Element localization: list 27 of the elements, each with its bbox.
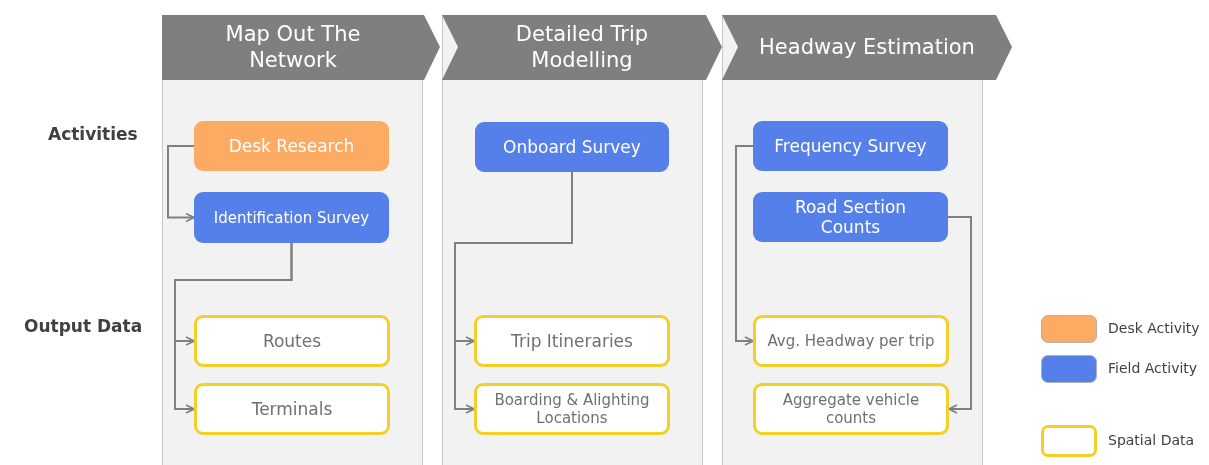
output-data-box: Routes — [194, 315, 390, 367]
row-label: Output Data — [24, 316, 143, 336]
connector-arrow — [947, 216, 972, 414]
legend-label: Field Activity — [1108, 360, 1198, 376]
activity-box: Road Section Counts — [753, 192, 948, 242]
output-data-box: Avg. Headway per trip — [753, 315, 949, 367]
activity-box: Frequency Survey — [753, 121, 948, 171]
stage-column — [722, 15, 1012, 465]
stage-heading: Map Out The Network — [224, 21, 362, 74]
connector-arrow — [454, 171, 573, 414]
stage-heading: Headway Estimation — [758, 33, 976, 61]
legend-label: Spatial Data — [1108, 432, 1195, 448]
output-data-box: Boarding & Alighting Locations — [474, 383, 670, 435]
legend-label: Desk Activity — [1108, 320, 1200, 336]
activity-box: Identification Survey — [194, 192, 389, 243]
connector-arrow — [167, 145, 195, 223]
output-data-box: Trip Itineraries — [474, 315, 670, 367]
stage-heading: Detailed Trip Modelling — [514, 21, 650, 74]
activity-box: Onboard Survey — [475, 122, 669, 172]
output-data-box: Aggregate vehicle counts — [753, 383, 949, 435]
stage-column — [442, 15, 722, 465]
output-data-box: Terminals — [194, 383, 390, 435]
stage-column — [162, 15, 440, 465]
connector-arrow — [174, 242, 293, 414]
connector-arrow — [735, 145, 754, 346]
row-label: Activities — [48, 124, 138, 144]
activity-box: Desk Research — [194, 121, 389, 171]
